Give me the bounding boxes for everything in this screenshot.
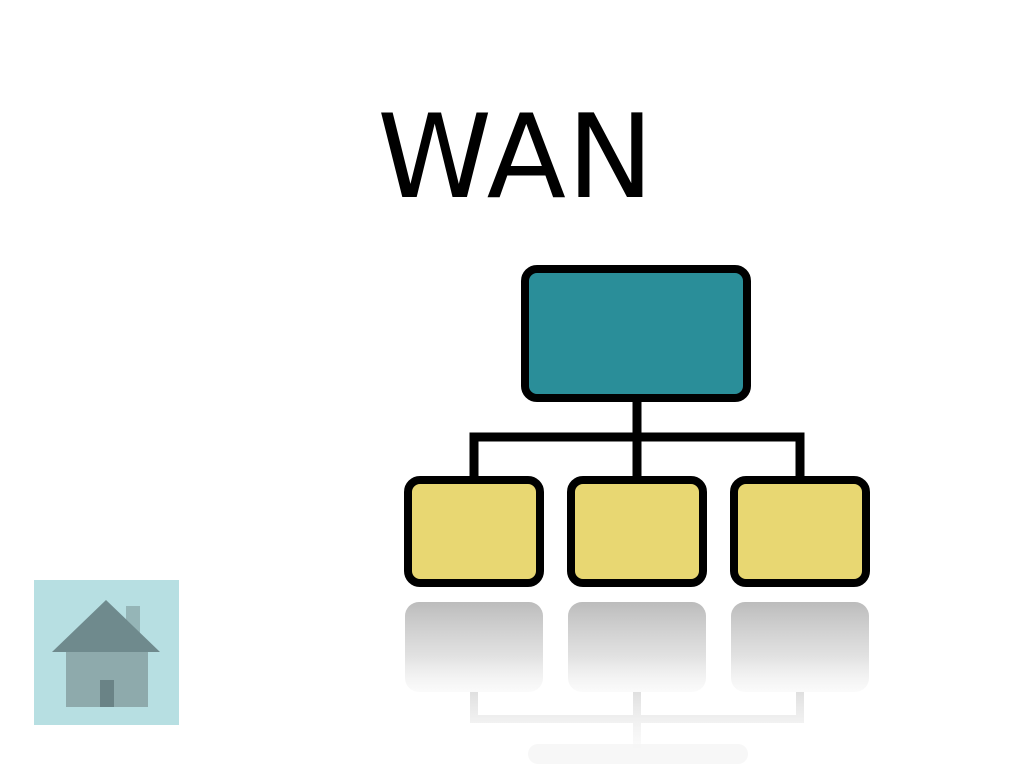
- diagram-reflection: [405, 602, 869, 764]
- home-button[interactable]: [34, 580, 179, 725]
- home-icon: [34, 580, 179, 725]
- child-node-middle: [567, 476, 707, 587]
- child-node-left: [404, 476, 544, 587]
- top-node: [521, 265, 751, 402]
- slide-title: WAN: [377, 90, 655, 225]
- child-node-right: [730, 476, 870, 587]
- connector-lines: [469, 398, 805, 480]
